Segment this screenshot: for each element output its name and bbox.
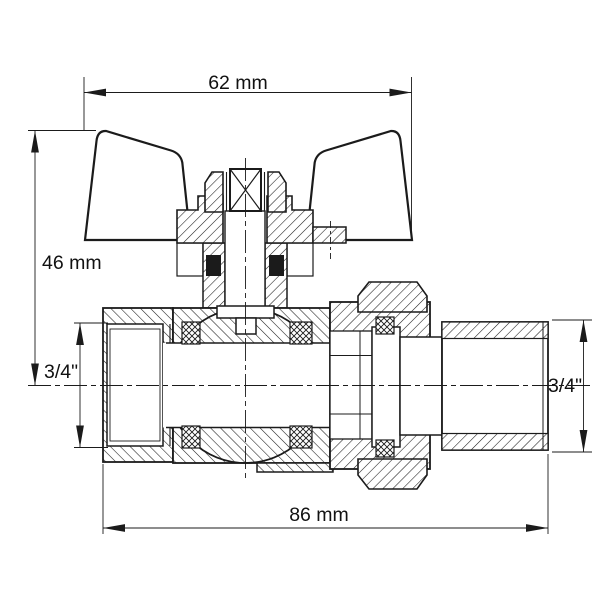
ball-seat-right-bottom [289,425,313,449]
union-nut-hex-bottom [357,458,428,490]
dimension-length-bottom: 86 mm [102,454,549,534]
thread-label-right: 3/4" [548,375,582,397]
handle-stop-lug [312,226,347,244]
stem-ball-spigot [235,317,257,335]
tailpiece-flange [371,326,401,448]
stem-collar-lines [225,172,266,211]
butterfly-handle [83,129,414,242]
handle-left-wing [83,129,192,242]
handle-right-wing [305,129,414,242]
bonnet-corner-left [176,242,204,277]
dim-label-46mm: 46 mm [42,252,102,274]
o-ring-bottom [375,439,395,458]
valve-stem [224,210,266,309]
extension-lines-right-thread [552,319,592,453]
male-thread-wall-bottom [441,432,549,451]
thread-label-left: 3/4" [44,361,78,383]
male-thread-end-right [441,321,549,451]
dimension-height-left: 46 mm [28,130,102,386]
tailpiece-neck [399,336,443,436]
stem-nut-right [267,171,287,213]
valve-body [102,305,334,473]
union-nut-hex-top [357,281,428,313]
packing-seal-right [269,255,284,276]
thread-dimension-left: 3/4" [44,322,108,448]
dim-label-62mm: 62 mm [208,72,268,94]
dim-label-86mm: 86 mm [289,504,349,526]
centerlines [28,158,590,478]
extension-lines-86 [102,454,549,534]
union-thread-lines [330,331,372,439]
union-thread-zone [329,330,373,440]
extension-lines-62 [83,77,412,240]
packing-seal-left [206,255,221,276]
ball-seat-left-bottom [181,425,201,449]
thread-dimension-right: 3/4" [548,319,592,453]
female-thread-bore [106,323,164,447]
bonnet-corner-right [286,242,314,277]
thread-detail-lines [109,328,161,442]
male-thread-wall-top [441,321,549,340]
stem-nut-left [204,171,224,213]
body-bottom-step [256,462,334,473]
ball-seat-left-top [181,321,201,345]
o-ring-top [375,316,395,335]
ball-seat-right-top [289,321,313,345]
dimension-width-top: 62 mm [83,72,412,240]
union-and-tailpiece [329,281,549,490]
